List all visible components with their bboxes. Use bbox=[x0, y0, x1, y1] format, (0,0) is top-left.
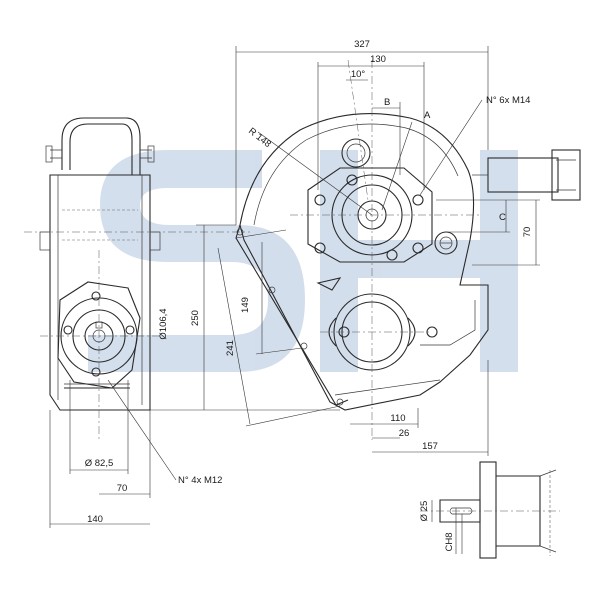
watermark-s-shape bbox=[88, 150, 305, 372]
main-front-view bbox=[235, 59, 489, 440]
dim-bottom-157: 157 bbox=[422, 441, 438, 452]
dim-bottom-26: 26 bbox=[399, 428, 410, 439]
dim-angle: 10° bbox=[351, 69, 366, 80]
dim-left-70: 70 bbox=[117, 483, 128, 494]
dim-shaft-diameter: Ø 25 bbox=[419, 501, 430, 522]
dim-key: CH8 bbox=[444, 532, 455, 551]
dim-height-250: 250 bbox=[190, 310, 201, 326]
dim-flange-diameter: Ø106,4 bbox=[158, 308, 169, 339]
left-side-view bbox=[24, 117, 250, 440]
watermark-h-shape bbox=[320, 150, 518, 372]
shaft-detail bbox=[420, 461, 560, 559]
dim-top-flange: 130 bbox=[370, 54, 386, 65]
dim-pilot-diameter: Ø 82,5 bbox=[85, 458, 114, 469]
label-c: C bbox=[499, 212, 506, 223]
label-a: A bbox=[424, 110, 431, 121]
dim-offset-70: 70 bbox=[522, 227, 533, 238]
dim-height-241: 241 bbox=[225, 340, 236, 356]
dim-bottom-110: 110 bbox=[390, 413, 405, 424]
dim-left-140: 140 bbox=[87, 514, 103, 525]
dimension-labels: 327 130 10° B A N° 6x M14 R 148 C 70 250… bbox=[85, 39, 533, 552]
dim-top-width: 327 bbox=[354, 39, 370, 50]
output-shaft bbox=[472, 149, 581, 201]
dimension-lines bbox=[49, 46, 540, 554]
dim-radius: R 148 bbox=[246, 126, 273, 150]
watermark-logo bbox=[88, 150, 518, 372]
holes-left-callout: N° 4x M12 bbox=[178, 475, 222, 486]
holes-top-callout: N° 6x M14 bbox=[486, 95, 530, 106]
dim-height-149: 149 bbox=[240, 297, 251, 313]
label-b: B bbox=[384, 97, 390, 108]
